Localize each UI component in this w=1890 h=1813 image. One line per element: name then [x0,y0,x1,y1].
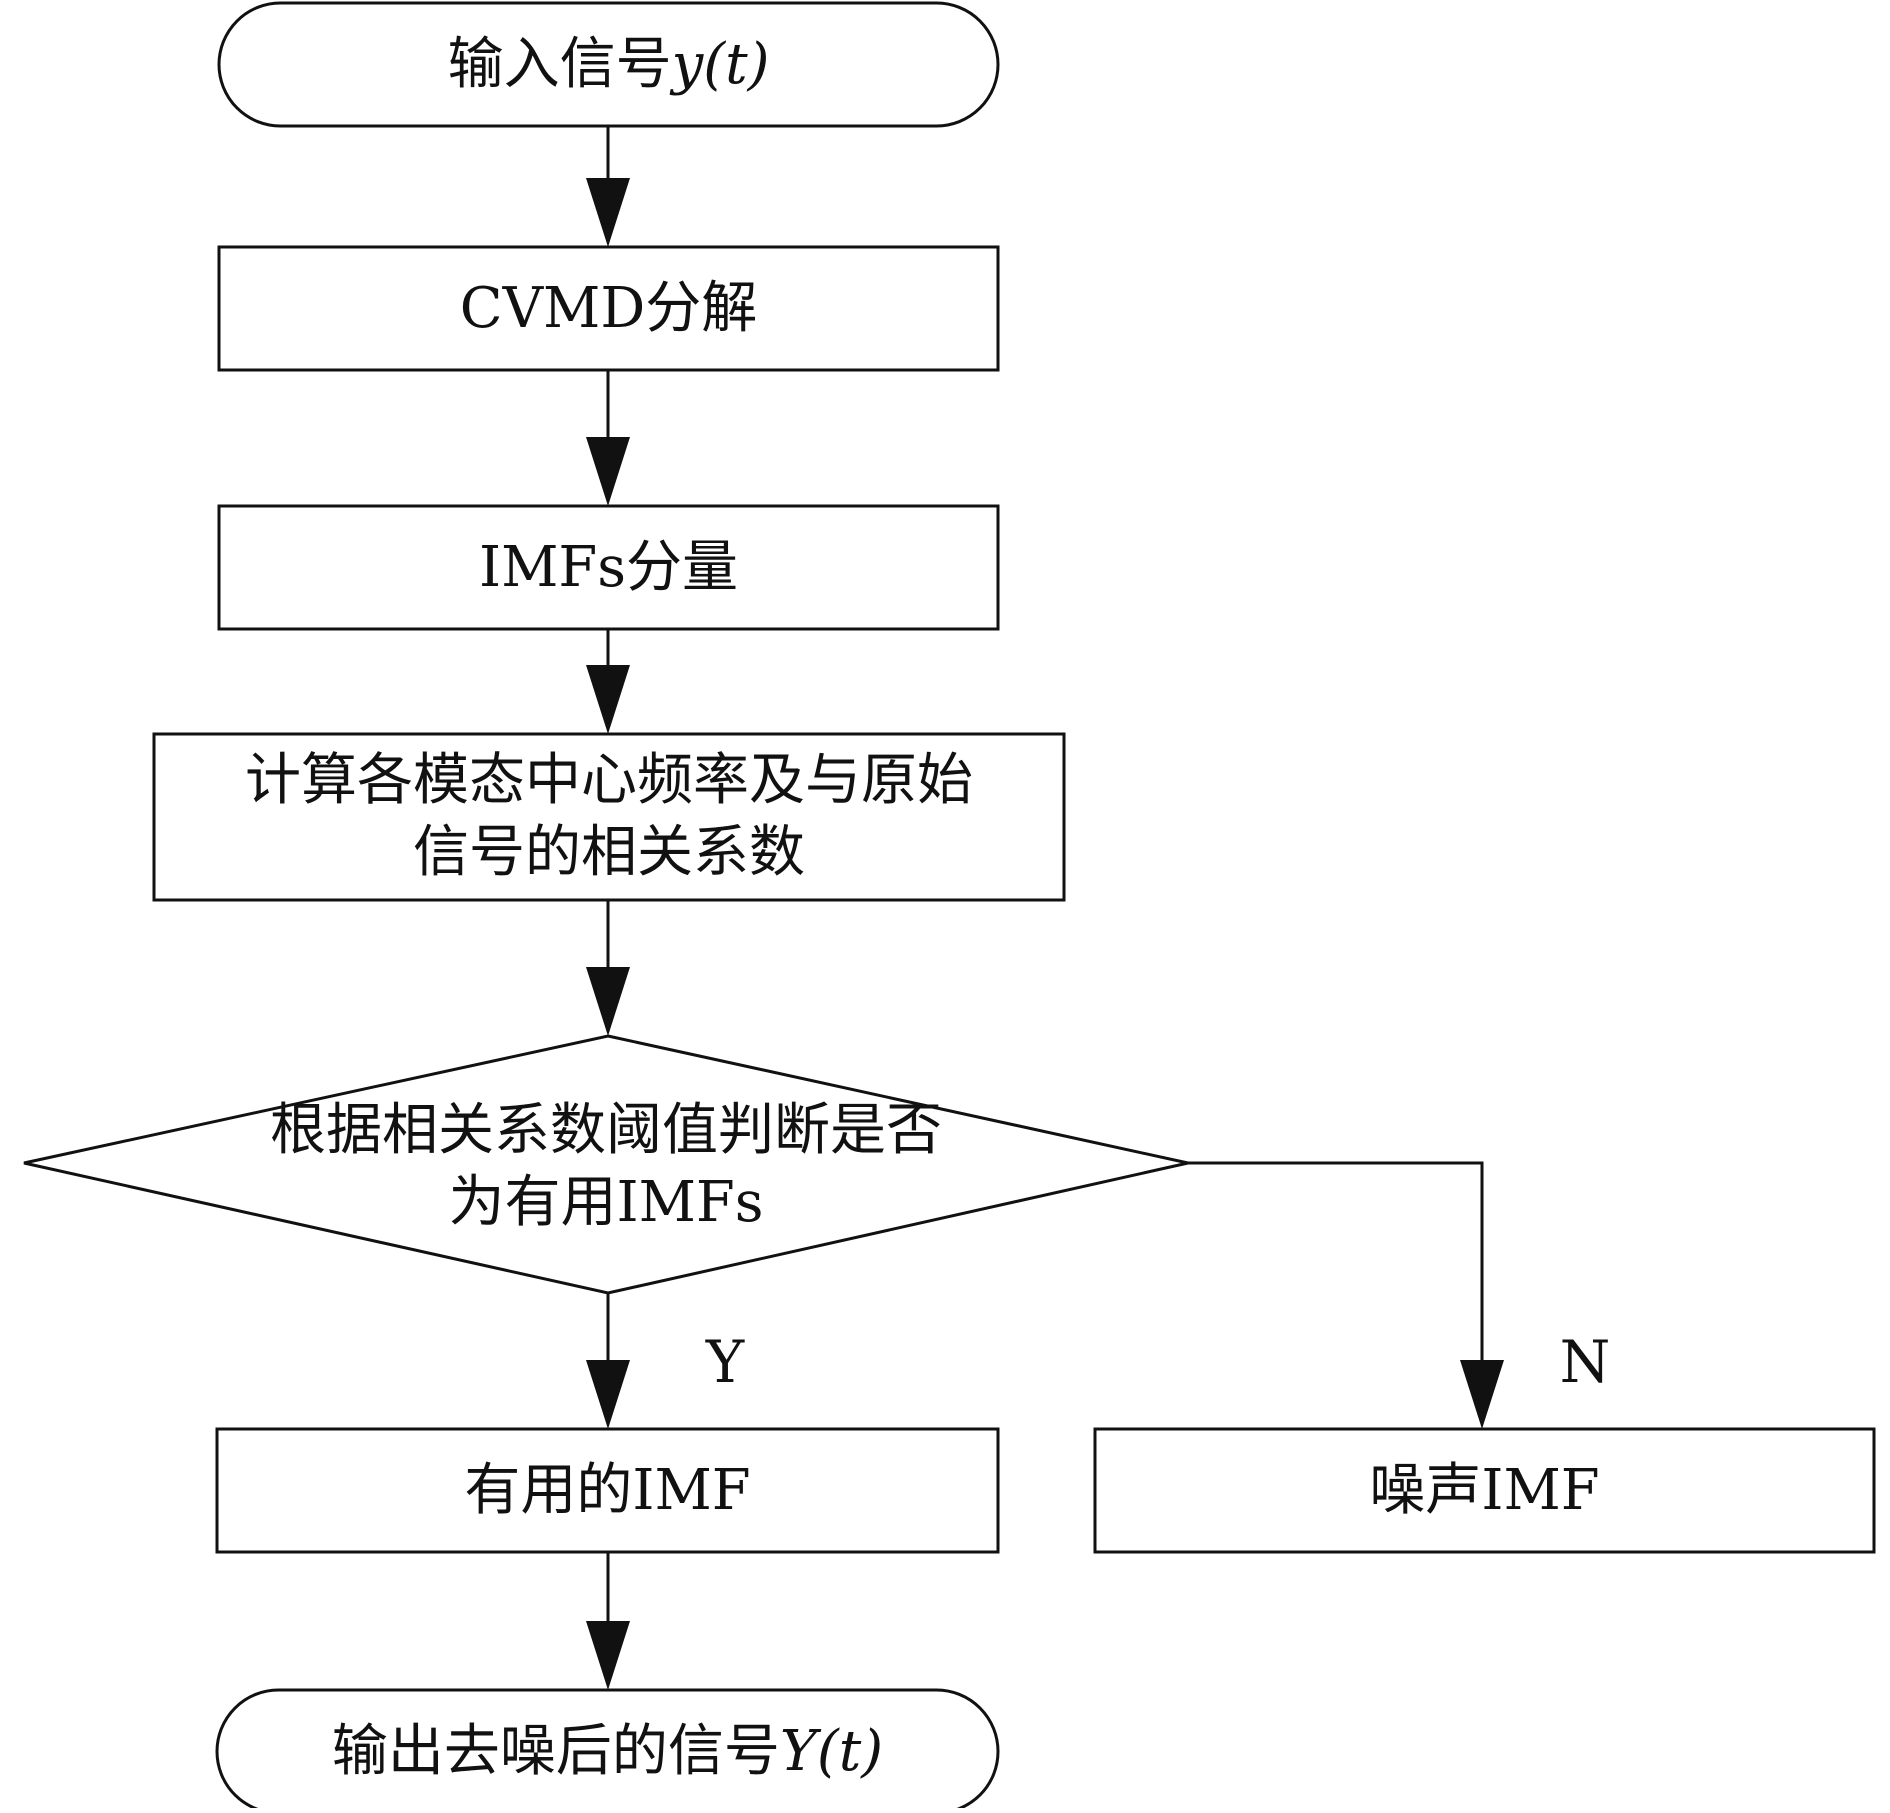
arrowhead-useful [586,1360,630,1429]
noise-label: 噪声IMF [1369,1457,1600,1523]
end-label: 输出去噪后的信号 [331,1718,780,1784]
cvmd-node: CVMD分解 [219,247,998,370]
arrowhead-imfs [586,437,630,506]
decision-node: 根据相关系数阈值判断是否 为有用IMFs [24,1092,1188,1242]
yes-label: Y [705,1327,745,1396]
decision-label-line2: 为有用IMFs [448,1170,764,1235]
useful-node: 有用的IMF [217,1429,998,1552]
cvmd-label: CVMD分解 [459,275,758,341]
start-node: 输入信号y(t) [219,3,998,126]
compute-node: 计算各模态中心频率及与原始 信号的相关系数 [154,734,1064,900]
compute-label-line1: 计算各模态中心频率及与原始 [245,748,973,814]
start-label-line: 输入信号y(t) [448,29,770,101]
no-edge-label: N [1550,1322,1620,1402]
arrowhead-decision [586,967,630,1036]
arrowhead-compute [586,665,630,734]
imfs-label: IMFs分量 [478,534,739,600]
noise-node: 噪声IMF [1095,1429,1874,1552]
yes-edge-label: Y [690,1322,760,1402]
arrowhead-end [586,1621,630,1690]
end-node: 输出去噪后的信号Y(t) [217,1690,998,1813]
useful-label: 有用的IMF [464,1457,751,1523]
compute-label-line2: 信号的相关系数 [413,820,805,885]
end-math: Y(t) [779,1718,884,1784]
arrowhead-cvmd [586,178,630,247]
no-label: N [1559,1327,1611,1396]
edge-decision-noise [1188,1161,1484,1367]
end-terminator-shape [215,1688,1000,1808]
end-label-line: 输出去噪后的信号Y(t) [332,1716,883,1788]
start-math: y(t) [671,31,770,97]
decision-label-line1: 根据相关系数阈值判断是否 [270,1098,942,1164]
noise-box-shape [1093,1427,1876,1554]
imfs-node: IMFs分量 [219,506,998,629]
start-label: 输入信号 [447,31,672,97]
arrowhead-noise [1460,1360,1504,1429]
